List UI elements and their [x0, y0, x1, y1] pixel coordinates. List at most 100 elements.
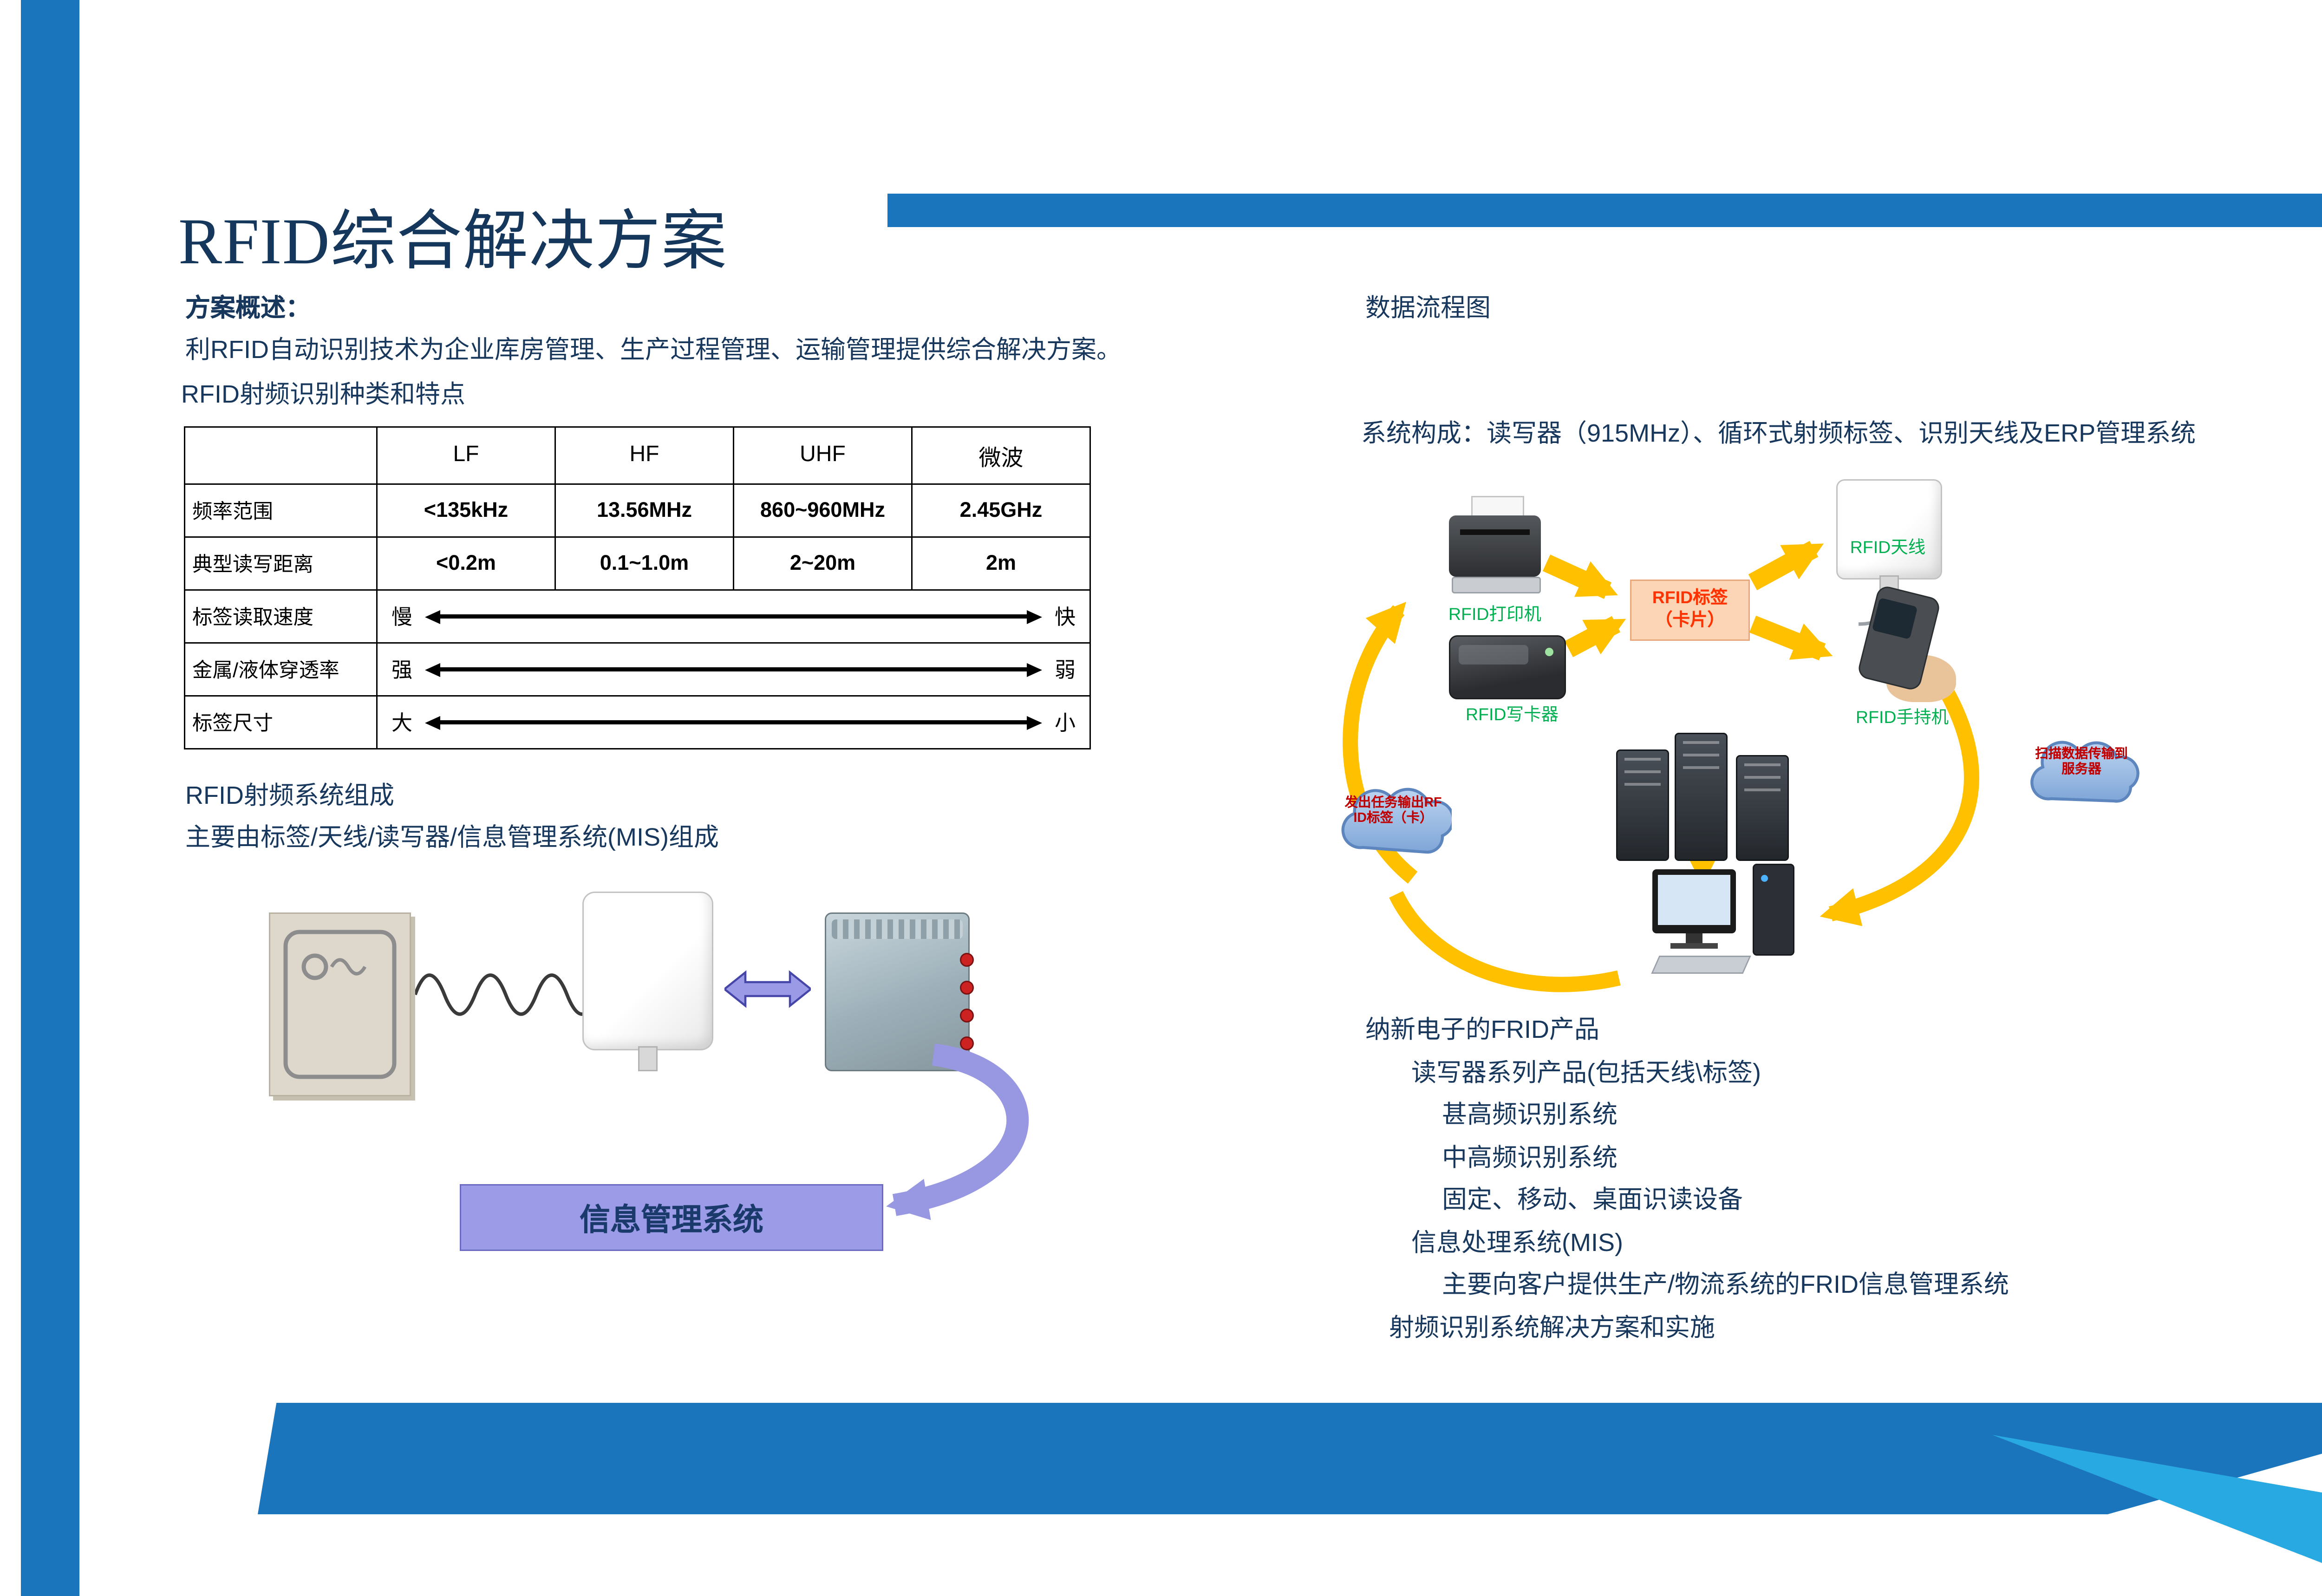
reader-port — [960, 981, 974, 995]
table-header-row: LF HF UHF 微波 — [184, 426, 1091, 485]
table-header-hf: HF — [554, 426, 734, 485]
arc-bottom-left — [1389, 891, 1621, 992]
rfid-writer-image — [1449, 635, 1566, 699]
pc-tower — [1753, 864, 1794, 956]
list-item: 中高频识别系统 — [1442, 1143, 1618, 1171]
curved-arrow-icon — [886, 1043, 1029, 1220]
cell-value: <135kHz — [376, 483, 556, 538]
system-composition-line: 系统构成：读写器（915MHz）、循环式射频标签、识别天线及ERP管理系统 — [1361, 419, 2196, 447]
list-item: 信息处理系统(MIS) — [1411, 1228, 1623, 1256]
gradient-cell: 大 小 — [376, 695, 1091, 749]
scale-right-label: 快 — [1054, 606, 1076, 630]
printer-base — [1452, 577, 1541, 593]
server-slots — [1683, 741, 1719, 777]
monitor-screen — [1658, 875, 1730, 925]
scale-left-label: 大 — [391, 712, 413, 736]
list-item: 纳新电子的FRID产品 — [1365, 1016, 1599, 1043]
rfid-tag-card-box: RFID标签 （卡片） — [1630, 580, 1750, 641]
system-text: 主要由标签/天线/读写器/信息管理系统(MIS)组成 — [185, 823, 719, 851]
reader-port — [960, 953, 974, 967]
arrow-printer-to-tag — [1542, 554, 1618, 599]
printer-body — [1449, 515, 1541, 577]
list-item: 固定、移动、桌面识读设备 — [1442, 1186, 1743, 1213]
reader-port — [960, 1036, 974, 1050]
desktop-pc-image — [1651, 864, 1797, 986]
scale-left-label: 强 — [391, 659, 413, 683]
table-header-uhf: UHF — [733, 426, 913, 485]
cloud-icon — [1341, 788, 1455, 854]
arc-right-down — [1820, 690, 1979, 926]
scale-right-label: 小 — [1054, 712, 1076, 736]
top-accent-bar — [887, 194, 2322, 227]
table-header-blank — [184, 426, 378, 485]
cell-value: 0.1~1.0m — [554, 536, 734, 591]
table-row: 频率范围 <135kHz 13.56MHz 860~960MHz 2.45GHz — [184, 483, 1091, 538]
cloud-right-text: 扫描数据传输到服务器 — [2035, 747, 2128, 778]
product-list: 纳新电子的FRID产品 读写器系列产品(包括天线\标签) 甚高频识别系统 中高频… — [1365, 1009, 2009, 1348]
tag-box-line2: （卡片） — [1655, 610, 1725, 630]
table-row: 标签读取速度 慢 快 — [184, 589, 1091, 644]
row-label: 标签读取速度 — [184, 589, 378, 644]
arrow-tag-to-antenna — [1748, 541, 1824, 591]
mis-box: 信息管理系统 — [460, 1184, 883, 1251]
writer-face — [1459, 645, 1528, 664]
overview-label: 方案概述： — [185, 294, 311, 322]
cloud-scan-upload: 扫描数据传输到服务器 — [2023, 733, 2140, 811]
antenna-image — [582, 892, 713, 1071]
list-item: 读写器系列产品(包括天线\标签) — [1411, 1058, 1761, 1086]
printer-label: RFID打印机 — [1448, 605, 1541, 624]
antenna-label: RFID天线 — [1850, 538, 1926, 557]
server-rack-image — [1616, 733, 1794, 861]
reader-port — [960, 1009, 974, 1023]
table-header-lf: LF — [376, 426, 556, 485]
rfid-spec-table: LF HF UHF 微波 频率范围 <135kHz 13.56MHz 860~9… — [184, 426, 1091, 749]
server-slots — [1624, 758, 1661, 794]
writer-label: RFID写卡器 — [1466, 705, 1559, 724]
pc-led — [1761, 875, 1768, 882]
server-tower — [1675, 733, 1728, 861]
table-row: 典型读写距离 <0.2m 0.1~1.0m 2~20m 2m — [184, 536, 1091, 591]
cell-value: 2~20m — [733, 536, 913, 591]
radio-wave-icon — [415, 973, 596, 1016]
cell-value: 13.56MHz — [554, 483, 734, 538]
row-label: 频率范围 — [184, 483, 378, 538]
bottom-accent-band — [258, 1403, 2322, 1514]
table-header-microwave: 微波 — [911, 426, 1091, 485]
arrow-writer-to-tag — [1564, 616, 1626, 658]
rfid-antenna-image — [1836, 479, 1942, 598]
rfid-tag-photo — [269, 912, 411, 1096]
table-title: RFID射频识别种类和特点 — [181, 380, 465, 408]
cloud-task-out: 发出任务输出RFID标签（卡） — [1335, 775, 1455, 866]
list-item: 主要向客户提供生产/物流系统的FRID信息管理系统 — [1442, 1270, 2009, 1298]
double-arrow-icon — [425, 662, 1042, 677]
cell-value: 2.45GHz — [911, 483, 1091, 538]
rfid-handheld-image — [1853, 584, 1956, 702]
keyboard — [1651, 956, 1751, 974]
left-accent-bar — [21, 0, 79, 1596]
cell-value: <0.2m — [376, 536, 556, 591]
double-arrow-icon — [425, 609, 1042, 624]
arrow-tag-to-handheld — [1749, 615, 1833, 661]
rfid-printer-image — [1449, 496, 1541, 593]
row-label: 典型读写距离 — [184, 536, 378, 591]
scale-left-label: 慢 — [391, 606, 413, 630]
tag-box-line1: RFID标签 — [1652, 588, 1728, 608]
cell-value: 2m — [911, 536, 1091, 591]
left-right-arrow-icon — [724, 970, 811, 1008]
cloud-left-text: 发出任务输出RFID标签（卡） — [1344, 795, 1442, 826]
overview-text: 利RFID自动识别技术为企业库房管理、生产过程管理、运输管理提供综合解决方案。 — [185, 336, 1122, 364]
monitor-base — [1670, 943, 1718, 949]
reader-heatsink — [832, 919, 963, 939]
writer-led — [1545, 648, 1553, 656]
list-item: 甚高频识别系统 — [1442, 1101, 1618, 1128]
server-slots — [1744, 763, 1781, 800]
gradient-cell: 强 弱 — [376, 642, 1091, 697]
cloud-icon — [2030, 741, 2139, 803]
table-row: 标签尺寸 大 小 — [184, 695, 1091, 749]
server-tower — [1736, 755, 1789, 861]
list-item: 射频识别系统解决方案和实施 — [1389, 1313, 1715, 1341]
gradient-cell: 慢 快 — [376, 589, 1091, 644]
system-title: RFID射频系统组成 — [185, 782, 394, 809]
printer-slot — [1460, 529, 1530, 535]
